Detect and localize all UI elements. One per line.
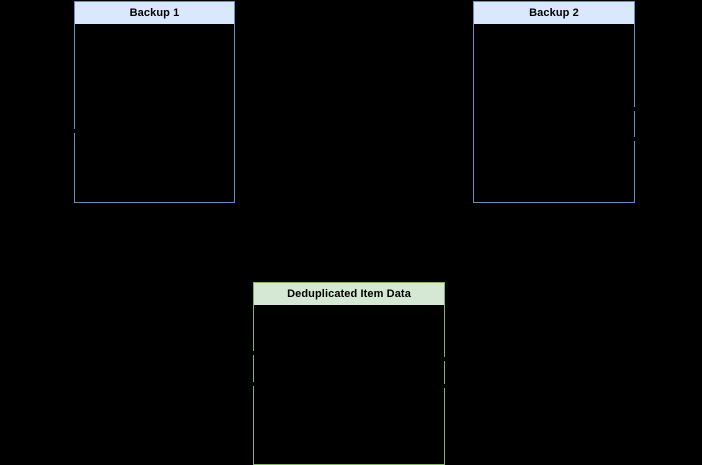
node-deduplicated-item-data-title: Deduplicated Item Data <box>253 282 445 306</box>
node-dedup-connector-notch-left-upper <box>252 351 255 355</box>
node-backup-1-body <box>74 24 235 203</box>
node-dedup-connector-notch-right-lower <box>443 384 446 388</box>
node-backup-1-title: Backup 1 <box>74 1 235 25</box>
node-dedup-connector-notch-right-upper <box>443 357 446 361</box>
node-backup-2-body <box>473 24 635 203</box>
node-deduplicated-item-data-body <box>253 305 445 465</box>
node-backup-2-connector-notch-right-upper <box>633 107 636 111</box>
node-backup-2-connector-notch-right-lower <box>633 137 636 141</box>
node-backup-2-title: Backup 2 <box>473 1 635 25</box>
diagram-canvas: Backup 1 Backup 2 Deduplicated Item Data <box>73 1 636 465</box>
node-backup-1-connector-notch-left <box>73 129 76 133</box>
node-dedup-connector-notch-left-lower <box>252 382 255 386</box>
